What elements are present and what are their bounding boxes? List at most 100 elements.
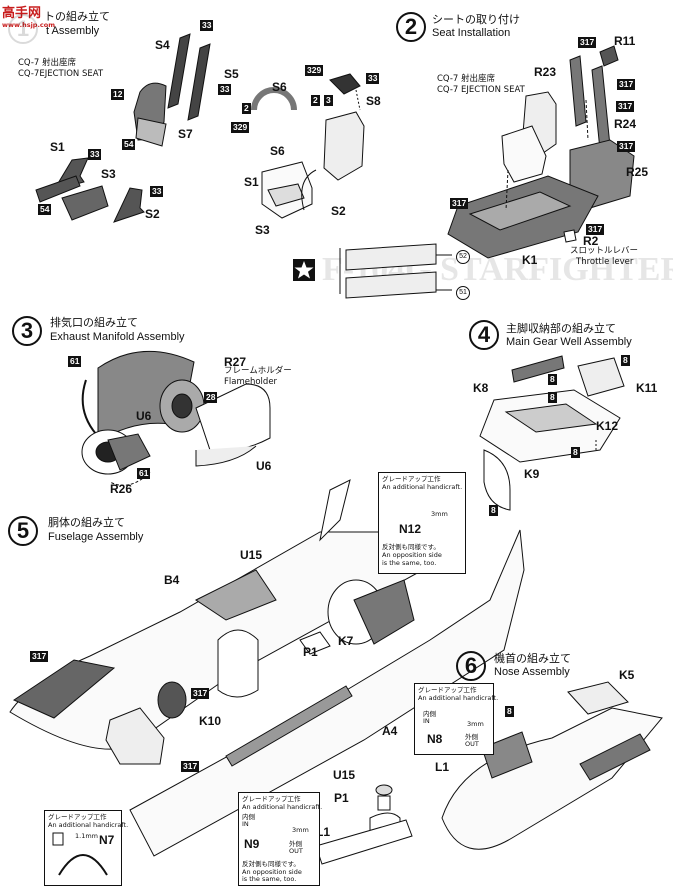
part-label: S7 — [178, 127, 193, 141]
part-label: S5 — [224, 67, 239, 81]
detail-n9-part: N9 — [244, 837, 260, 851]
paint-code: 33 — [366, 73, 380, 84]
detail-n9-same-en2: is the same, too. — [242, 875, 297, 883]
part-label: P1 — [303, 645, 318, 659]
step6-title-jp: 機首の組み立て — [494, 652, 571, 665]
paint-code: 33 — [150, 186, 164, 197]
national-insignia-decal — [293, 259, 315, 281]
detail-n12-dim: 3mm — [431, 510, 448, 518]
detail-n12-en: An additional handicraft. — [382, 483, 463, 491]
step3-title-jp: 排気口の組み立て — [50, 316, 138, 329]
part-label: L1 — [435, 760, 450, 774]
detail-n9-same-en: An opposition side — [242, 868, 302, 876]
detail-n7-en: An additional handicraft. — [48, 821, 129, 829]
flameholder-en: Flameholder — [224, 377, 278, 387]
step6-title-en: Nose Assembly — [494, 666, 570, 678]
paint-code: 8 — [489, 505, 498, 516]
detail-n9-same-jp: 反対側も同様です。 — [242, 860, 300, 868]
part-label: S1 — [50, 140, 65, 154]
step1-number: 1 — [8, 14, 38, 44]
paint-code: 329 — [231, 122, 250, 133]
detail-n9-en: An additional handicraft. — [242, 803, 323, 811]
step3-title-en: Exhaust Manifold Assembly — [50, 331, 185, 343]
detail-n9-in-en: IN — [242, 820, 249, 828]
step2-title-jp: シートの取り付け — [432, 13, 520, 26]
part-label: S2 — [145, 207, 160, 221]
paint-code: 8 — [505, 706, 514, 717]
detail-n8-part: N8 — [427, 732, 443, 746]
detail-n9-out-en: OUT — [289, 847, 303, 855]
part-label: S4 — [155, 38, 170, 52]
paint-code: 317 — [30, 651, 49, 662]
paint-code: 12 — [111, 89, 125, 100]
detail-n8-jp: グレードアップ工作 — [418, 686, 477, 694]
detail-n8-dim: 3mm — [467, 720, 484, 728]
step5-title-jp: 胴体の組み立て — [48, 516, 125, 529]
detail-n9-dim: 3mm — [292, 826, 309, 834]
detail-n8-in-en: IN — [423, 717, 430, 725]
step6-number: 6 — [456, 651, 486, 681]
detail-n12-same-en: An opposition side — [382, 551, 442, 559]
detail-n12-jp: グレードアップ工作 — [382, 475, 441, 483]
step5-number: 5 — [8, 516, 38, 546]
part-label: P1 — [334, 791, 349, 805]
part-label: U15 — [333, 768, 356, 782]
flameholder-jp: フレームホルダー — [224, 366, 292, 376]
step4-title-jp: 主脚収納部の組み立て — [506, 322, 616, 335]
paint-code: 317 — [578, 37, 597, 48]
part-label: R23 — [534, 65, 557, 79]
detail-n7-drawing — [52, 832, 108, 876]
part-label: S1 — [244, 175, 259, 189]
part-label: B4 — [164, 573, 180, 587]
detail-box-n12: グレードアップ工作 An additional handicraft. N12 … — [378, 472, 466, 574]
detail-n8-out-jp: 外側 — [465, 733, 478, 741]
paint-code: 317 — [586, 224, 605, 235]
paint-code: 8 — [571, 447, 580, 458]
part-label: S3 — [255, 223, 270, 237]
detail-n12-same-jp: 反対側も同様です。 — [382, 543, 440, 551]
part-label: K11 — [636, 381, 658, 395]
part-label: S2 — [331, 204, 346, 218]
step4-number: 4 — [469, 320, 499, 350]
part-label: R24 — [614, 117, 637, 131]
paint-code: 3 — [324, 95, 333, 106]
part-label: S3 — [101, 167, 116, 181]
part-label: U6 — [136, 409, 152, 423]
part-label: U6 — [256, 459, 272, 473]
part-label: K10 — [199, 714, 222, 728]
step4-drawing — [479, 355, 625, 511]
detail-box-n9: グレードアップ工作 An additional handicraft. 内側 I… — [238, 792, 323, 886]
detail-n7-part: N7 — [99, 833, 115, 847]
detail-n9-in-jp: 内側 — [242, 813, 255, 821]
step2-number: 2 — [396, 12, 426, 42]
paint-code: 54 — [122, 139, 136, 150]
step6-drawing — [441, 681, 663, 850]
detail-n8-in-jp: 内側 — [423, 710, 436, 718]
part-label: K1 — [522, 253, 538, 267]
star-icon — [294, 261, 314, 279]
part-label: S8 — [366, 94, 381, 108]
part-label: R25 — [626, 165, 649, 179]
paint-code: 2 — [242, 103, 251, 114]
paint-code: 2 — [311, 95, 320, 106]
step2-title-en: Seat Installation — [432, 27, 511, 39]
throttle-en: Throttle lever — [576, 257, 634, 267]
paint-code: 317 — [450, 198, 469, 209]
part-label: R26 — [110, 482, 133, 496]
detail-box-n8: グレードアップ工作 An additional handicraft. 内側 I… — [414, 683, 498, 755]
paint-code: 329 — [305, 65, 324, 76]
decal-number: 51 — [456, 286, 470, 300]
part-label: K8 — [473, 381, 489, 395]
paint-code: 8 — [548, 374, 557, 385]
step4-title-en: Main Gear Well Assembly — [506, 336, 632, 348]
paint-code: 61 — [68, 356, 82, 367]
step1-note-en: CQ-7EJECTION SEAT — [18, 69, 104, 79]
paint-code: 33 — [88, 149, 102, 160]
part-label: S6 — [272, 80, 287, 94]
paint-code: 8 — [621, 355, 630, 366]
paint-code: 317 — [617, 141, 636, 152]
detail-n7-jp: グレードアップ工作 — [48, 813, 107, 821]
step2-note-en: CQ-7 EJECTION SEAT — [437, 85, 525, 95]
